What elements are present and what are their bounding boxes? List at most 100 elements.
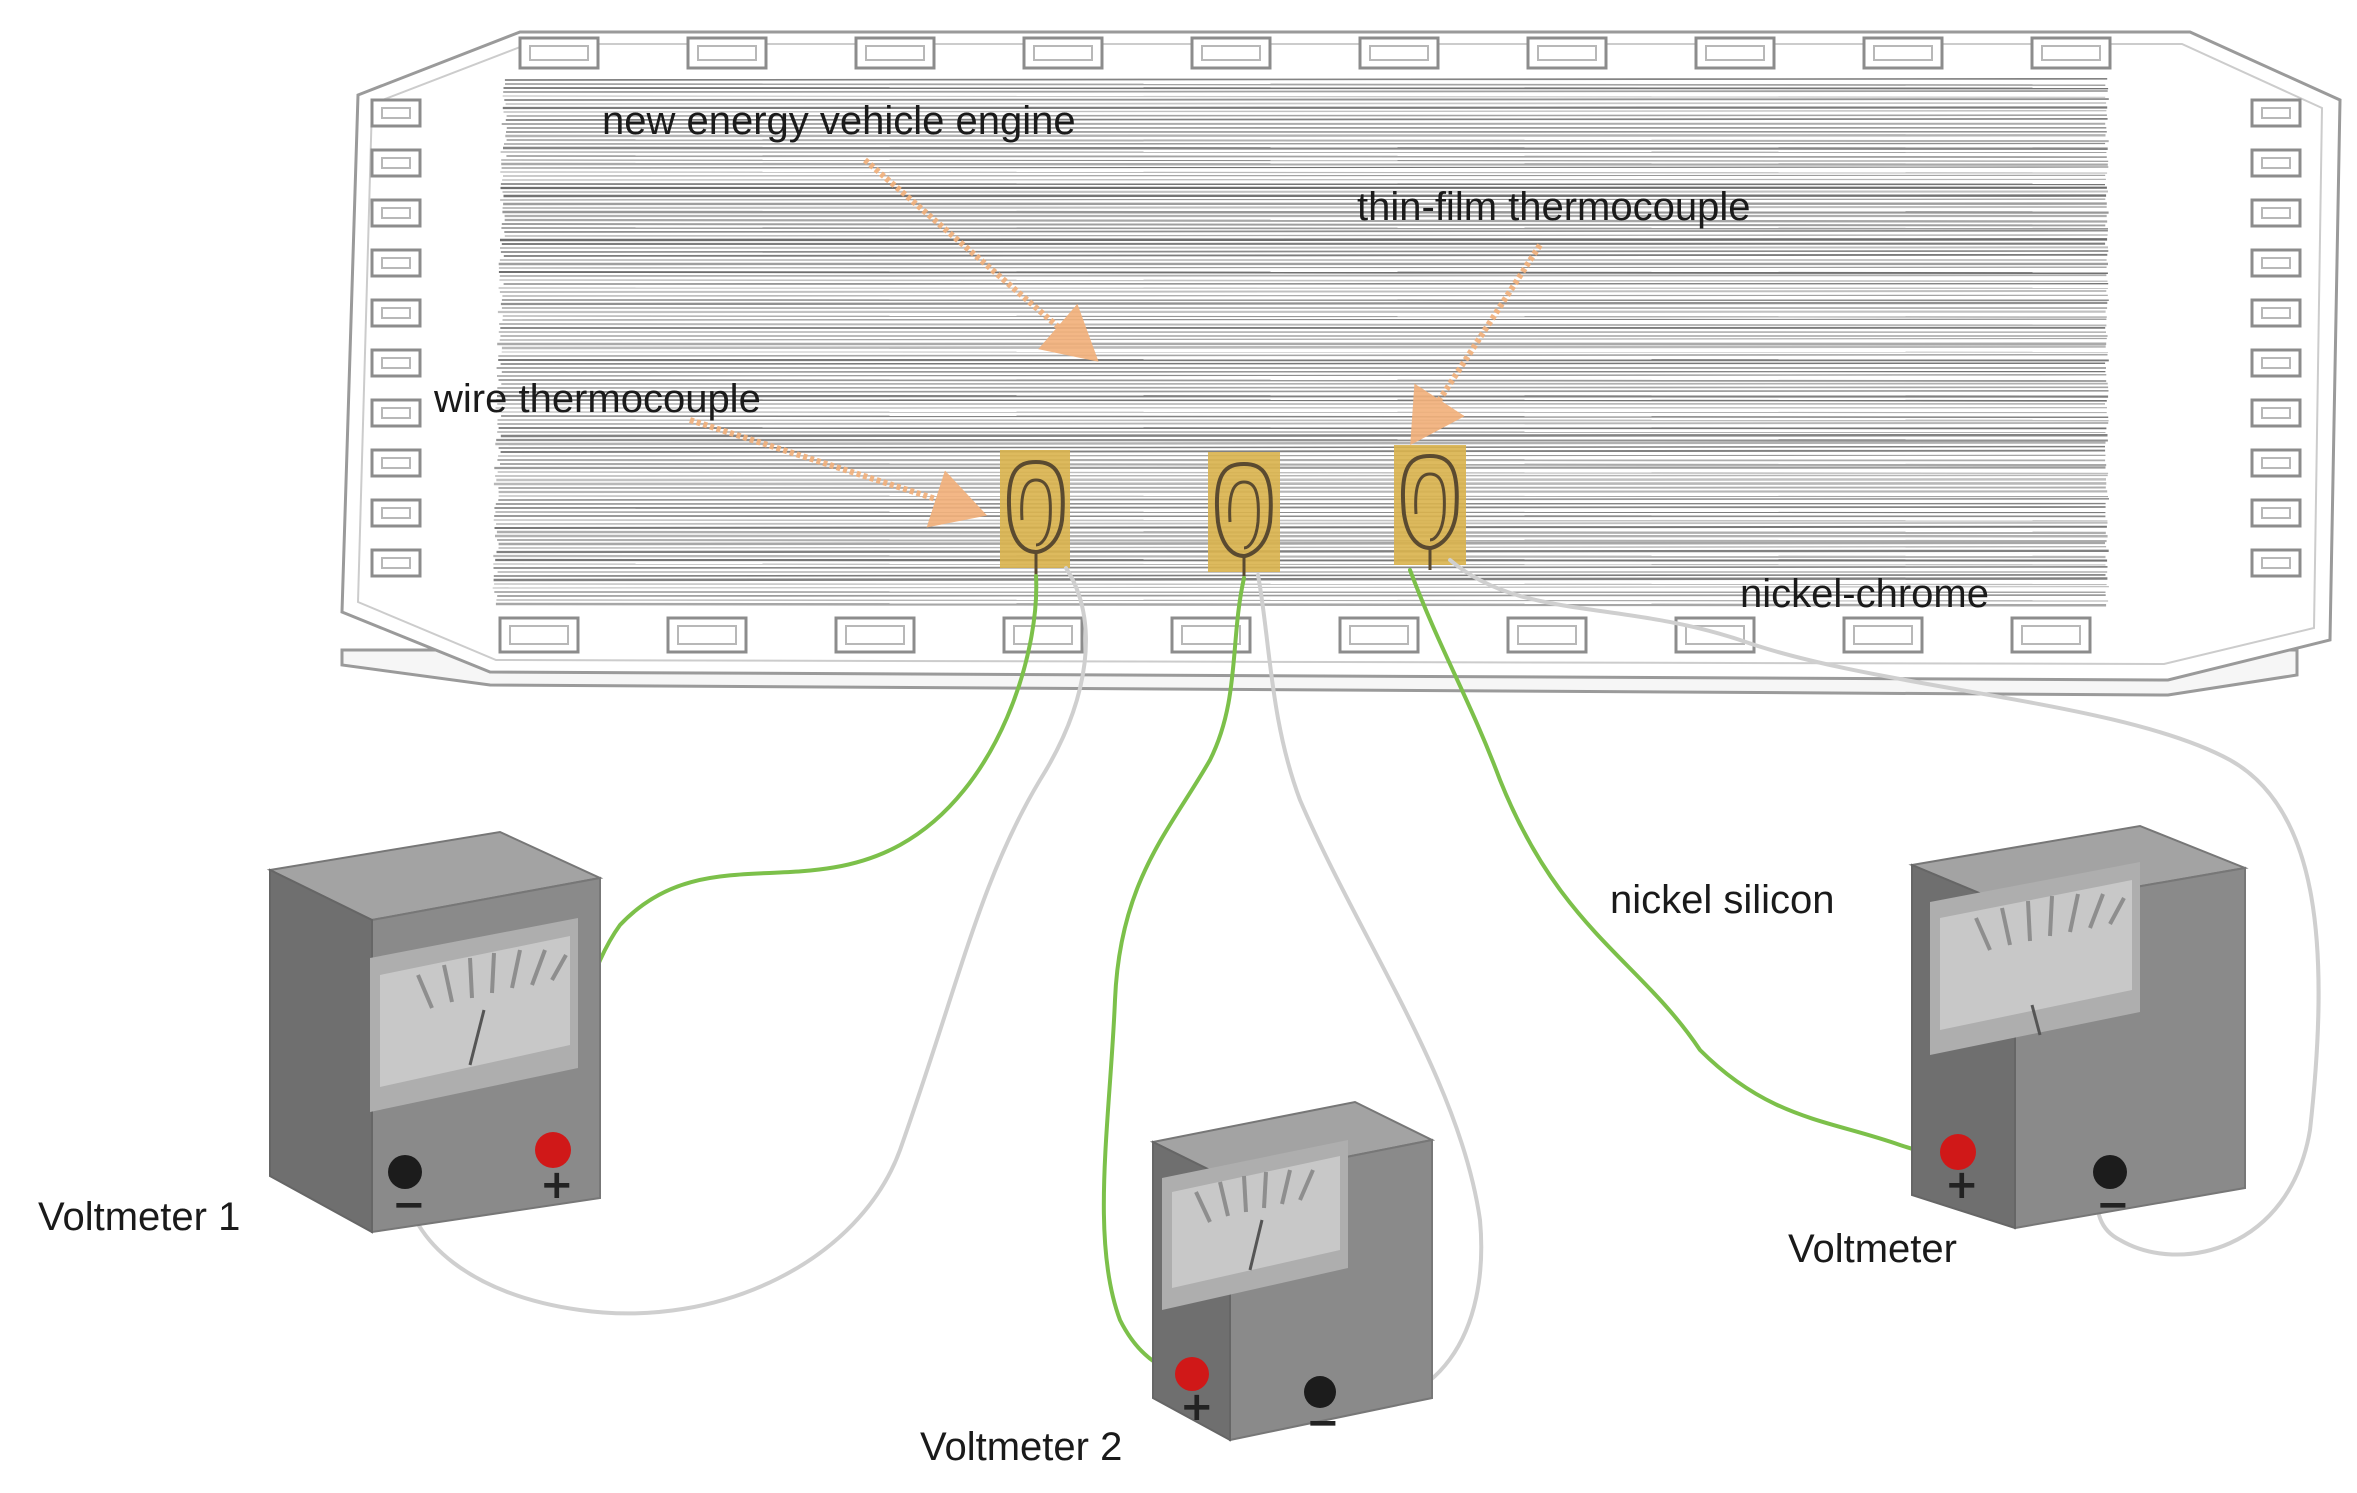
stripe: [501, 303, 2107, 304]
sensor-pad-1: [1000, 450, 1070, 576]
panel-slot: [372, 200, 420, 226]
panel-slot: [372, 350, 420, 376]
panel-slot: [372, 300, 420, 326]
stripe: [502, 295, 2107, 296]
stripe: [505, 84, 2105, 85]
panel-slot: [668, 618, 746, 652]
stripe: [501, 363, 2106, 364]
stripe: [499, 272, 2108, 273]
voltmeter-2-plus-sign: +: [1180, 1384, 1214, 1430]
panel-slot: [2252, 400, 2300, 426]
panel-slot: [500, 618, 578, 652]
stripe: [504, 144, 2105, 145]
panel-slot: [1528, 38, 1606, 68]
stripe: [499, 496, 2108, 497]
label-thin-film: thin-film thermocouple: [1357, 185, 1751, 229]
stripe: [501, 435, 2108, 436]
panel-slot: [372, 400, 420, 426]
panel-slot: [1024, 38, 1102, 68]
panel-slot: [520, 38, 598, 68]
label-nickel-chrome: nickel-chrome: [1740, 572, 1989, 616]
voltmeter-2-label: Voltmeter 2: [920, 1425, 1122, 1469]
panel-slot: [856, 38, 934, 68]
panel-slot: [2252, 150, 2300, 176]
stripe: [494, 567, 2108, 568]
stripe: [503, 148, 2108, 149]
panel-slot: [372, 450, 420, 476]
stripe: [500, 275, 2107, 276]
panel-slot: [1508, 618, 1586, 652]
voltmeter-3-label: Voltmeter: [1788, 1227, 1957, 1271]
panel-slot: [372, 500, 420, 526]
stripe: [505, 79, 2107, 80]
stripe: [499, 543, 2105, 544]
voltmeter-1-minus-sign: −: [392, 1182, 426, 1228]
panel-slot: [1192, 38, 1270, 68]
voltmeter-1: − +: [270, 832, 600, 1232]
stripe: [503, 175, 2105, 176]
stripe: [506, 156, 2106, 157]
panel-slot: [2252, 200, 2300, 226]
stripe: [497, 532, 2106, 533]
stripe: [497, 540, 2107, 541]
stripe: [502, 347, 2106, 349]
stripe: [504, 88, 2109, 89]
label-nickel-silicon: nickel silicon: [1610, 878, 1835, 922]
panel-slot: [372, 100, 420, 126]
voltmeter-3-plus-sign: +: [1945, 1162, 1979, 1208]
label-engine: new energy vehicle engine: [602, 99, 1076, 143]
stripe: [502, 179, 2106, 180]
stripe: [496, 479, 2106, 480]
voltmeter-1-plus-sign: +: [540, 1162, 574, 1208]
panel-slot: [1864, 38, 1942, 68]
stripe: [500, 239, 2107, 240]
stripe: [504, 255, 2108, 256]
panel-slot: [2032, 38, 2110, 68]
stripe: [503, 91, 2108, 92]
stripe: [493, 556, 2105, 557]
stripe: [498, 499, 2109, 500]
stripe: [502, 212, 2108, 213]
stripe: [498, 488, 2105, 489]
stripe: [503, 192, 2109, 193]
stripe: [495, 443, 2105, 445]
panel-slot: [372, 150, 420, 176]
stripe: [498, 455, 2105, 456]
stripe: [494, 468, 2105, 469]
thermocouple-pads: [1000, 445, 1466, 578]
panel-slot: [1676, 618, 1754, 652]
voltmeter-3: + −: [1912, 826, 2245, 1228]
panel-slot: [836, 618, 914, 652]
panel-slot: [1004, 618, 1082, 652]
panel-slot: [372, 550, 420, 576]
panel-slot: [2252, 500, 2300, 526]
voltmeter-2-minus-sign: −: [1306, 1400, 1340, 1446]
stripe: [502, 224, 2106, 225]
voltmeter-1-label: Voltmeter 1: [38, 1195, 240, 1239]
stripe: [495, 475, 2108, 476]
stripe: [501, 251, 2108, 252]
panel-slot: [2252, 300, 2300, 326]
panel-slot: [2252, 550, 2300, 576]
voltmeter-2: + −: [1153, 1102, 1432, 1446]
stripe: [495, 560, 2107, 561]
stripe: [495, 512, 2105, 513]
panel-slot: [1360, 38, 1438, 68]
panel-slot: [2252, 350, 2300, 376]
panel-slot: [2252, 100, 2300, 126]
stripe: [500, 464, 2106, 465]
label-wire: wire thermocouple: [433, 377, 761, 421]
stripe: [501, 228, 2108, 229]
stripe: [494, 520, 2108, 521]
stripe: [500, 291, 2106, 292]
panel-slot: [372, 250, 420, 276]
stripe: [503, 207, 2107, 208]
panel-slot: [2252, 250, 2300, 276]
stripe: [494, 483, 2106, 484]
stripe: [501, 164, 2108, 165]
panel-slot: [688, 38, 766, 68]
stripe: [495, 527, 2107, 528]
panel-slot: [2012, 618, 2090, 652]
stripe: [499, 491, 2108, 492]
stripe: [494, 507, 2105, 508]
